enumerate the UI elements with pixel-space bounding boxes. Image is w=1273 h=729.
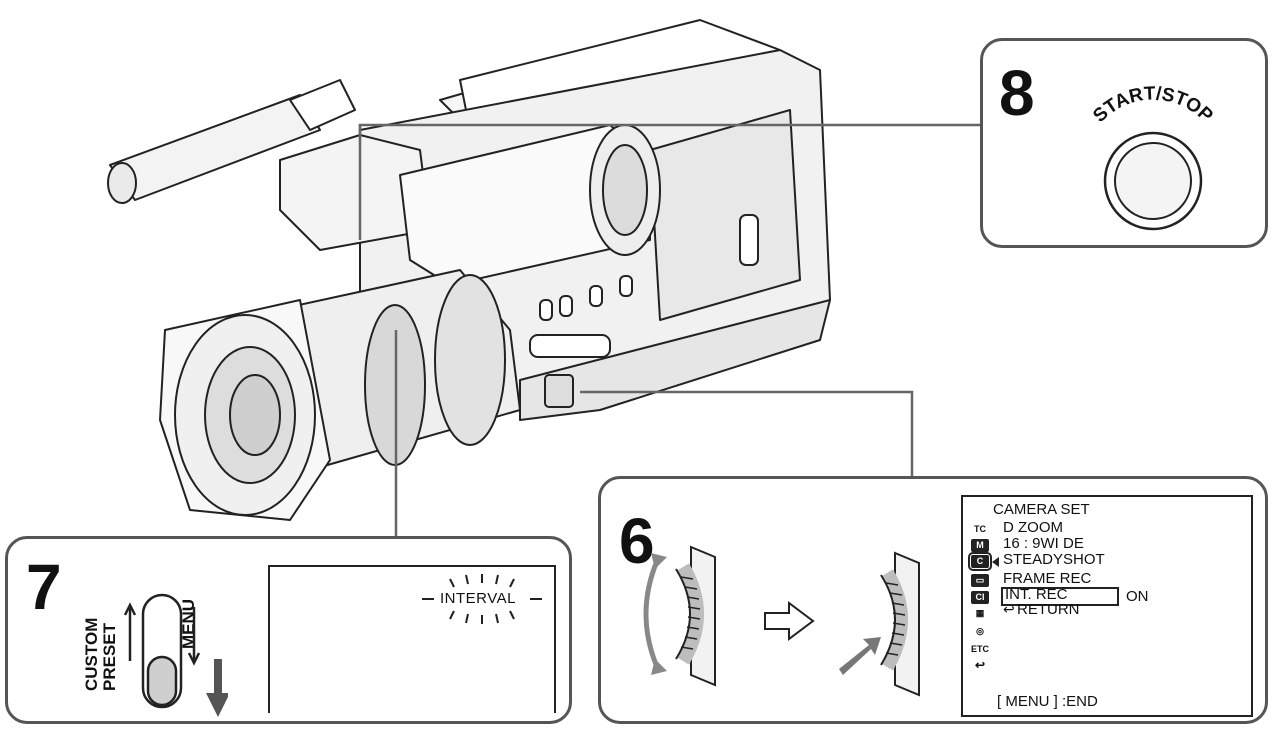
return-arrow-icon: ↩ [1003,601,1015,617]
menu-item-frame-rec[interactable]: FRAME REC [1003,570,1092,587]
next-arrow-icon [764,601,815,641]
step-6-number: 6 [619,505,655,577]
step-8-panel: 8 START/STOP [980,38,1268,248]
viewfinder-display: INTERVAL [268,565,556,713]
tape-menu-icon[interactable]: ◎ [976,626,984,636]
menu-item-16-9-wide[interactable]: 16 : 9WI DE [1003,535,1084,552]
menu-value-on[interactable]: ON [1126,588,1149,605]
step-7-number: 7 [26,551,62,623]
selection-pointer-icon [992,557,999,567]
custom-preset-menu-switch[interactable] [118,589,228,724]
camera-set-menu-icon[interactable]: C [968,552,992,571]
menu-item-int-rec[interactable]: INT. REC [1005,586,1068,603]
step-7-panel: 7 CUSTOM PRESET MENU [5,536,572,724]
frame-menu-icon[interactable]: ▭ [971,574,989,587]
switch-custom-label: CUSTOM [82,617,101,691]
ci-menu-icon[interactable]: CI [971,591,989,604]
tc-menu-icon[interactable]: TC [974,524,986,534]
menu-item-return[interactable]: RETURN [1017,601,1080,618]
switch-preset-label: PRESET [100,622,119,691]
start-stop-label: START/STOP [1089,83,1217,127]
grid-menu-icon[interactable]: ▦ [975,608,985,618]
m-menu-icon[interactable]: M [971,539,989,552]
menu-item-steadyshot[interactable]: STEADYSHOT [1003,551,1105,568]
start-stop-button[interactable]: START/STOP [1043,61,1263,241]
menu-item-d-zoom[interactable]: D ZOOM [1003,519,1063,536]
menu-footer: [ MENU ] :END [997,693,1098,710]
down-arrow-icon [206,659,228,717]
int-rec-highlight [1001,587,1119,606]
interval-indicator: INTERVAL [440,590,516,607]
blink-rays-icon [422,574,542,624]
step-6-panel: 6 [598,476,1268,724]
etc-menu-icon[interactable]: ETC [971,644,989,654]
press-dial-icon[interactable] [831,549,941,699]
camera-set-menu-screen: CAMERA SET TC D ZOOM M 16 : 9WI DE C STE… [961,495,1253,717]
rotate-dial-icon[interactable] [621,539,731,689]
exit-menu-icon[interactable]: ↩ [974,658,986,672]
step-8-number: 8 [999,57,1035,129]
menu-header: CAMERA SET [993,501,1090,518]
